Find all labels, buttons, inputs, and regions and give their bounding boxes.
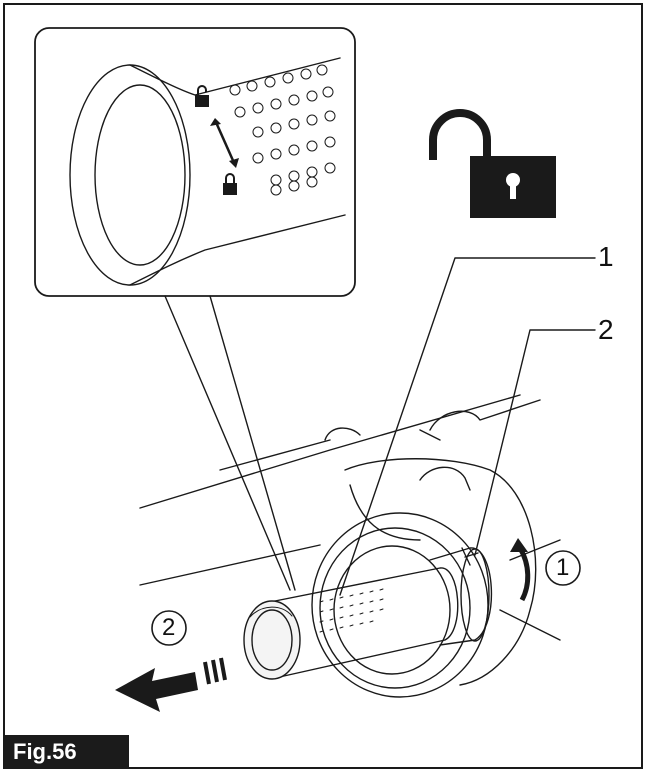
locked-padlock-icon — [223, 173, 237, 195]
leader-lines — [339, 257, 596, 596]
callout-number-1: 1 — [598, 241, 614, 272]
unlocked-padlock-icon — [195, 85, 209, 107]
pull-out-arrow-icon — [115, 610, 227, 712]
figure-frame — [3, 3, 643, 769]
filter-cylinder — [243, 567, 459, 680]
filter-perforation — [319, 588, 384, 633]
step-2-number: 2 — [162, 614, 176, 641]
rotate-arrow-icon — [510, 538, 581, 602]
figure-label: Fig.56 — [5, 735, 129, 769]
unlock-padlock-icon — [429, 109, 556, 218]
callout-number-2: 2 — [598, 314, 614, 345]
detail-filter-funnel — [69, 57, 346, 286]
step-1-number: 1 — [556, 554, 570, 581]
double-headed-arrow-icon — [210, 118, 239, 168]
nozzle-cover — [429, 547, 493, 646]
machine-body — [139, 394, 561, 686]
detail-callout — [34, 27, 356, 591]
